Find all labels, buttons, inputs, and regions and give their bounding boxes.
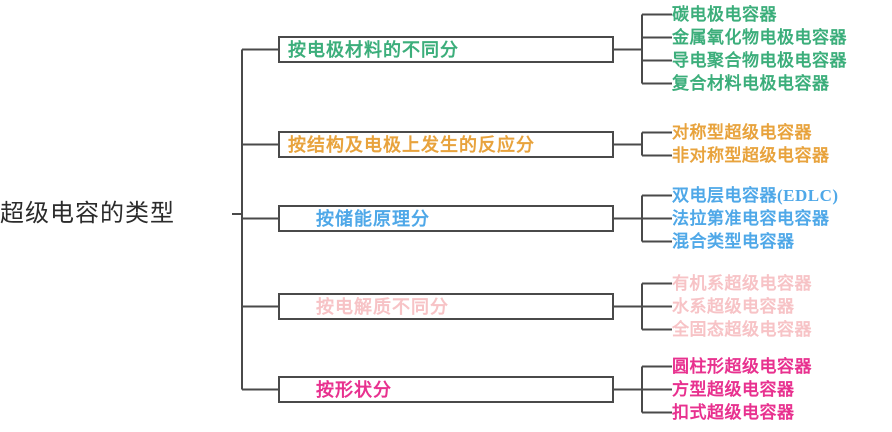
leaf-item[interactable]: 圆柱形超级电容器 (672, 357, 812, 376)
leaf-group-4: 有机系超级电容器 水系超级电容器 全固态超级电容器 (672, 272, 812, 341)
leaf-item[interactable]: 全固态超级电容器 (672, 320, 812, 339)
branch-box-5[interactable]: 按形状分 (278, 376, 614, 403)
branch-label-4: 按电解质不同分 (316, 296, 449, 317)
leaf-item[interactable]: 方型超级电容器 (672, 380, 795, 399)
branch-label-5: 按形状分 (316, 379, 392, 400)
leaf-item[interactable]: 扣式超级电容器 (672, 403, 795, 422)
leaf-group-2: 对称型超级电容器 非对称型超级电容器 (672, 121, 830, 167)
branch-label-2: 按结构及电极上发生的反应分 (288, 134, 535, 155)
branch-label-3: 按储能原理分 (316, 208, 430, 229)
branch-box-4[interactable]: 按电解质不同分 (278, 293, 614, 320)
branch-box-3[interactable]: 按储能原理分 (278, 205, 614, 232)
leaf-item[interactable]: 有机系超级电容器 (672, 274, 812, 293)
leaf-item[interactable]: 导电聚合物电极电容器 (672, 51, 847, 70)
branch-box-2[interactable]: 按结构及电极上发生的反应分 (278, 131, 614, 158)
root-label: 超级电容的类型 (0, 201, 175, 227)
leaf-item[interactable]: 非对称型超级电容器 (672, 146, 830, 165)
leaf-group-5: 圆柱形超级电容器 方型超级电容器 扣式超级电容器 (672, 355, 812, 424)
leaf-item[interactable]: 双电层电容器(EDLC) (672, 186, 839, 205)
leaf-item[interactable]: 法拉第准电容电容器 (672, 209, 830, 228)
leaf-group-3: 双电层电容器(EDLC) 法拉第准电容电容器 混合类型电容器 (672, 184, 839, 253)
leaf-item[interactable]: 复合材料电极电容器 (672, 74, 830, 93)
leaf-item[interactable]: 金属氧化物电极电容器 (672, 28, 847, 47)
leaf-item[interactable]: 碳电极电容器 (672, 5, 777, 24)
leaf-group-1: 碳电极电容器 金属氧化物电极电容器 导电聚合物电极电容器 复合材料电极电容器 (672, 3, 847, 95)
branch-box-1[interactable]: 按电极材料的不同分 (278, 36, 614, 63)
branch-label-1: 按电极材料的不同分 (288, 39, 459, 60)
leaf-item[interactable]: 对称型超级电容器 (672, 123, 812, 142)
leaf-item[interactable]: 水系超级电容器 (672, 297, 795, 316)
leaf-item[interactable]: 混合类型电容器 (672, 232, 795, 251)
